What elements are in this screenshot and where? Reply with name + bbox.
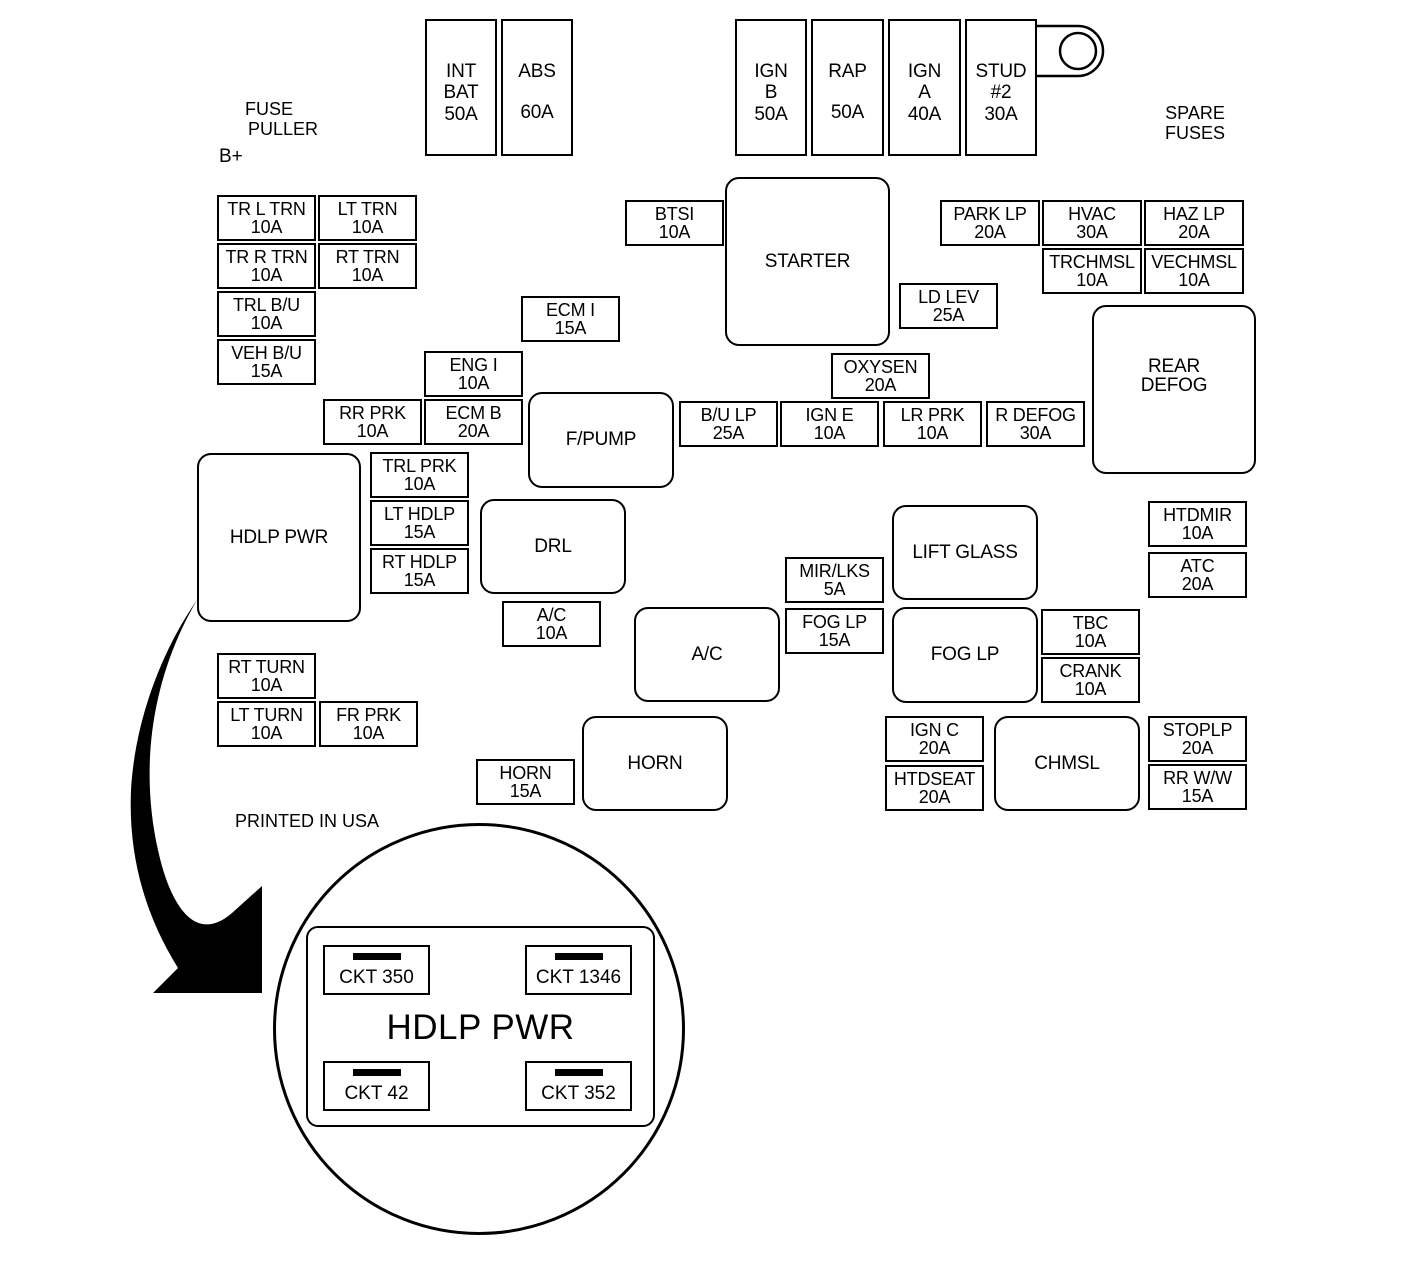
relay-ac: A/C xyxy=(634,607,780,702)
terminal-blade xyxy=(352,953,401,960)
fuse-puller-label: FUSE PULLER xyxy=(245,99,319,139)
relay-hdlp-pwr: HDLP PWR xyxy=(197,453,361,622)
detail-title: HDLP PWR xyxy=(386,1008,575,1047)
relay-chmsl: CHMSL xyxy=(994,716,1140,811)
spare-fuses-label: SPARE FUSES xyxy=(1165,103,1226,143)
relay-lift-glass: LIFT GLASS xyxy=(892,505,1038,600)
terminal-ckt-352: CKT 352 xyxy=(525,1061,632,1111)
relay-starter: STARTER xyxy=(725,177,890,346)
hdlp-pwr-relay-socket xyxy=(306,926,655,1127)
detail-arrow xyxy=(130,600,262,993)
printed-in-usa-label: PRINTED IN USA xyxy=(235,811,380,831)
terminal-ckt-42: CKT 42 xyxy=(323,1061,430,1111)
relay-f-pump: F/PUMP xyxy=(528,392,674,488)
relay-fog-lp: FOG LP xyxy=(892,607,1038,703)
b-plus-label: B+ xyxy=(219,146,243,167)
terminal-ckt-350: CKT 350 xyxy=(323,945,430,995)
stud-lug xyxy=(1036,24,1105,78)
terminal-ckt-1346: CKT 1346 xyxy=(525,945,632,995)
hdlp-pwr-detail-view xyxy=(273,823,685,1235)
terminal-blade xyxy=(352,1069,401,1076)
terminal-blade xyxy=(554,953,603,960)
relay-horn: HORN xyxy=(582,716,728,811)
terminal-blade xyxy=(554,1069,603,1076)
relay-drl: DRL xyxy=(480,499,626,594)
